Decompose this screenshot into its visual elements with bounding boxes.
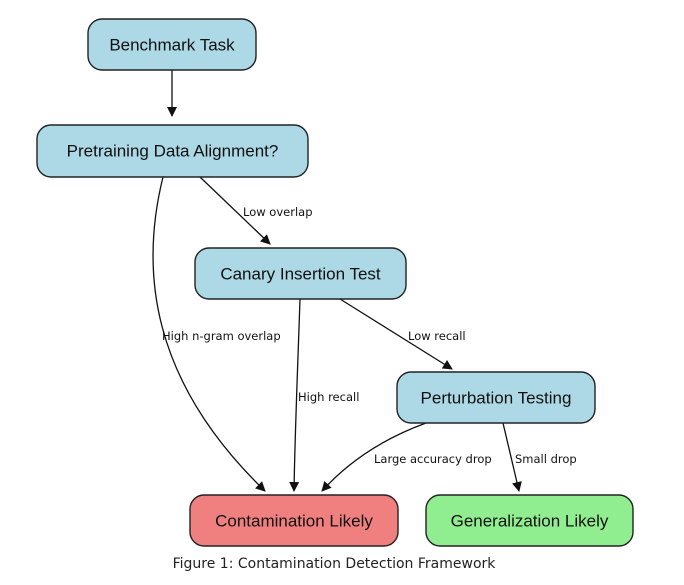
node-box (36, 124, 309, 178)
node-box (396, 371, 596, 424)
edge-perturbation-to-generalization (502, 422, 522, 492)
node-label: Contamination Likely (215, 512, 373, 531)
node-label: Benchmark Task (109, 36, 235, 55)
edge-labels: Low overlap High n-gram overlap High rec… (162, 205, 577, 466)
node-label: Generalization Likely (451, 512, 609, 531)
edge-label-low-recall: Low recall (408, 329, 466, 343)
node-generalization-likely: Generalization Likely (425, 494, 634, 547)
edge-pretraining-to-canary (199, 176, 271, 245)
edge-pretraining-to-contamination (152, 176, 266, 492)
edge-label-small-drop: Small drop (515, 452, 577, 466)
node-box (87, 18, 257, 71)
node-canary-insertion-test: Canary Insertion Test (194, 247, 407, 300)
node-pretraining-alignment: Pretraining Data Alignment? (36, 124, 309, 178)
figure-caption: Figure 1: Contamination Detection Framew… (173, 556, 497, 572)
node-box (189, 494, 399, 547)
node-label: Perturbation Testing (421, 389, 572, 408)
edge-label-high-recall: High recall (298, 390, 359, 404)
node-label: Canary Insertion Test (220, 265, 381, 284)
edge-label-low-overlap: Low overlap (243, 205, 313, 219)
node-box (194, 247, 407, 300)
edge-canary-to-contamination (289, 298, 301, 492)
node-benchmark-task: Benchmark Task (87, 18, 257, 71)
node-contamination-likely: Contamination Likely (189, 494, 399, 547)
node-perturbation-testing: Perturbation Testing (396, 371, 596, 424)
node-label: Pretraining Data Alignment? (67, 142, 279, 161)
edge-label-high-ngram-overlap: High n-gram overlap (162, 329, 281, 343)
edge-perturbation-to-contamination (321, 422, 427, 492)
node-box (425, 494, 634, 547)
edge-label-large-accuracy-drop: Large accuracy drop (374, 452, 492, 466)
edges (152, 70, 522, 492)
edge-canary-to-perturbation (339, 298, 453, 370)
